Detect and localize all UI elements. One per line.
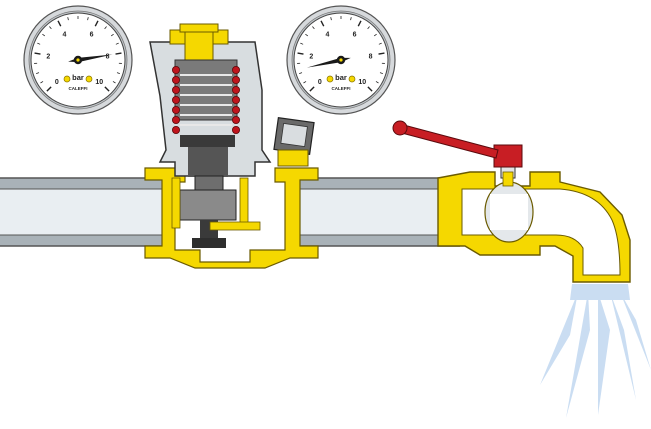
gauge-tick: [87, 17, 89, 21]
gauge-unit: bar: [335, 73, 347, 82]
water-spray-icon: [540, 284, 651, 418]
gauge-tick: [297, 52, 304, 55]
gauge-tick: [300, 42, 304, 45]
gauge-marker: [85, 75, 93, 83]
gauge-tick: [350, 17, 352, 21]
gauge-scale-label: 0: [55, 79, 59, 86]
gauge-tick: [309, 86, 315, 92]
gauge-scale-label: 2: [46, 53, 50, 60]
gauge-scale-label: 6: [90, 31, 94, 38]
gauge-marker: [63, 75, 71, 83]
gauge-tick: [373, 33, 377, 37]
gauge-tick: [104, 26, 107, 30]
gauge-tick: [378, 42, 382, 45]
gauge-scale-label: 10: [358, 79, 366, 86]
gauge-scale-label: 6: [353, 31, 357, 38]
gauge-brand: CALEFFI: [69, 86, 88, 91]
gauge-brand: CALEFFI: [332, 86, 351, 91]
gauge-tick: [367, 86, 373, 92]
pressure-reducing-valve-icon: [144, 23, 319, 269]
gauge-port: [273, 116, 315, 167]
ball-valve-icon: [392, 120, 631, 283]
gauge-tick: [357, 20, 362, 27]
gauge-scale-label: 10: [95, 79, 103, 86]
gauge-scale-label: 4: [325, 31, 329, 38]
spring: [171, 66, 240, 135]
gauge-tick: [67, 17, 69, 21]
gauge-tick: [57, 20, 62, 27]
inlet-pipe: [0, 177, 175, 247]
gauge-tick: [116, 72, 120, 74]
gauge-tick: [115, 52, 122, 55]
gauge-tick: [110, 33, 114, 37]
gauge-tick: [49, 26, 52, 30]
gauge-tick: [37, 42, 41, 45]
gauge-scale-label: 2: [309, 53, 313, 60]
gauge-tick: [115, 42, 119, 45]
gauge-scale-label: 8: [106, 53, 110, 60]
gauge-tick: [36, 72, 40, 74]
gauge-tick: [312, 26, 315, 30]
gauge-tick: [305, 33, 309, 37]
gauge-tick: [94, 20, 99, 27]
gauge-marker: [326, 75, 334, 83]
gauge-tick: [299, 72, 303, 74]
gauge-marker: [348, 75, 356, 83]
gauge-scale-label: 8: [369, 53, 373, 60]
gauge-tick: [378, 52, 385, 55]
gauge-scale-label: 4: [62, 31, 66, 38]
gauge-unit: bar: [72, 73, 84, 82]
gauge-tick: [303, 81, 307, 84]
gauge-tick: [330, 17, 332, 21]
gauge-tick: [34, 52, 41, 55]
gauge-scale-label: 0: [318, 79, 322, 86]
outlet-pipe: [285, 177, 460, 247]
gauge-tick: [112, 81, 116, 84]
gauge-tick: [320, 20, 325, 27]
gauge-tick: [367, 26, 370, 30]
gauge-tick: [46, 86, 52, 92]
gauge-tick: [104, 86, 110, 92]
gauge-tick: [375, 81, 379, 84]
gauge-tick: [42, 33, 46, 37]
gauge-tick: [40, 81, 44, 84]
gauge-tick: [379, 72, 383, 74]
